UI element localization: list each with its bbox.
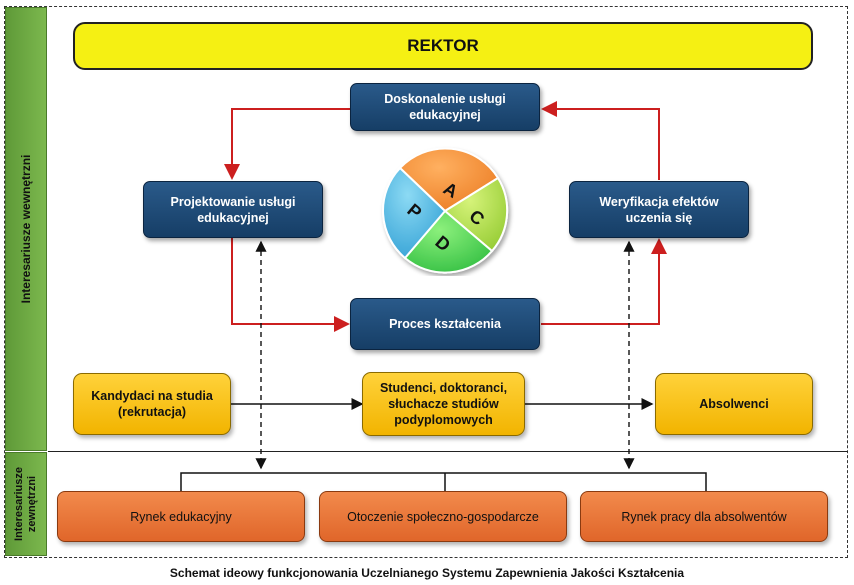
- diagram-frame: [4, 6, 848, 558]
- students-box: Studenci, doktoranci, słuchacze studiów …: [362, 372, 525, 436]
- education-market-box: Rynek edukacyjny: [57, 491, 305, 542]
- pdca-slice-c: [443, 176, 509, 253]
- pdca-wheel: A C D P: [382, 147, 509, 274]
- job-market-box: Rynek pracy dla absolwentów: [580, 491, 828, 542]
- rektor-label: REKTOR: [407, 36, 479, 55]
- internal-stakeholders-band: Interesariusze wewnętrzni: [5, 7, 47, 451]
- external-stakeholders-band: Interesariusze zewnętrzni: [5, 452, 47, 556]
- students-label: Studenci, doktoranci, słuchacze studiów …: [379, 381, 508, 427]
- candidates-box: Kandydaci na studia (rekrutacja): [73, 373, 231, 435]
- pdca-slice-a: [398, 147, 500, 213]
- socio-economic-environment-label: Otoczenie społeczno-gospodarcze: [347, 509, 539, 524]
- rektor-box: REKTOR: [73, 22, 813, 70]
- section-divider: [48, 451, 848, 452]
- design-service-box: Projektowanie usługi edukacyjnej: [143, 181, 323, 238]
- figure-caption: Schemat ideowy funkcjonowania Uczelniane…: [169, 566, 685, 580]
- education-process-label: Proces kształcenia: [389, 317, 501, 331]
- socio-economic-environment-box: Otoczenie społeczno-gospodarcze: [319, 491, 567, 542]
- arrow-improve-to-design: [224, 108, 350, 180]
- job-market-label: Rynek pracy dla absolwentów: [621, 509, 787, 524]
- improve-service-box: Doskonalenie usługi edukacyjnej: [350, 83, 540, 131]
- verify-outcomes-label: Weryfikacja efektów uczenia się: [599, 194, 719, 225]
- external-bracket: [180, 472, 707, 491]
- improve-service-label: Doskonalenie usługi edukacyjnej: [384, 92, 506, 122]
- education-market-label: Rynek edukacyjny: [130, 509, 232, 524]
- arrow-process-to-verify: [541, 238, 667, 325]
- pdca-slice-p: [382, 166, 447, 260]
- graduates-label: Absolwenci: [699, 397, 769, 411]
- pdca-slice-d: [403, 209, 494, 274]
- design-service-label: Projektowanie usługi edukacyjnej: [170, 194, 296, 225]
- education-process-box: Proces kształcenia: [350, 298, 540, 350]
- candidates-label: Kandydaci na studia (rekrutacja): [91, 389, 213, 419]
- graduates-box: Absolwenci: [655, 373, 813, 435]
- arrow-design-to-process: [231, 238, 350, 332]
- arrow-verify-to-improve: [541, 101, 660, 180]
- verify-outcomes-box: Weryfikacja efektów uczenia się: [569, 181, 749, 238]
